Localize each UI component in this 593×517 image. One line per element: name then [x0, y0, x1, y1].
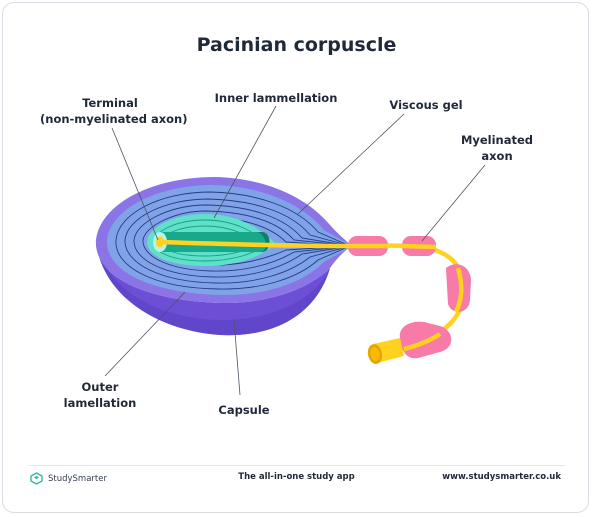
footer-website-link[interactable]: www.studysmarter.co.uk: [442, 472, 561, 482]
footer-brand[interactable]: StudySmarter: [30, 472, 107, 485]
label-viscous-gel: Viscous gel: [389, 98, 463, 112]
studysmarter-logo-icon: [30, 472, 43, 485]
label-terminal: Terminal (non-myelinated axon): [40, 95, 188, 127]
label-myelinated-line1: Myelinated: [460, 133, 534, 147]
label-outer-line2: lamellation: [63, 396, 137, 410]
footer-brand-name: StudySmarter: [48, 473, 107, 484]
label-inner-lammellation: Inner lammellation: [214, 91, 338, 105]
myelin-sheaths: [348, 236, 471, 359]
leader-lines: [104, 105, 486, 396]
diagram-title: Pacinian corpuscle: [196, 34, 397, 56]
label-capsule: Capsule: [218, 403, 270, 417]
label-terminal-line2: (non-myelinated axon): [40, 112, 188, 126]
footer-divider: [28, 465, 565, 466]
label-outer-line1: Outer: [81, 380, 119, 394]
label-myelinated-axon: Myelinated axon: [452, 132, 542, 164]
label-terminal-line1: Terminal: [82, 96, 138, 110]
footer-tagline: The all-in-one study app: [238, 472, 355, 482]
label-outer-lamellation: Outer lamellation: [55, 379, 145, 411]
label-myelinated-line2: axon: [481, 149, 513, 163]
